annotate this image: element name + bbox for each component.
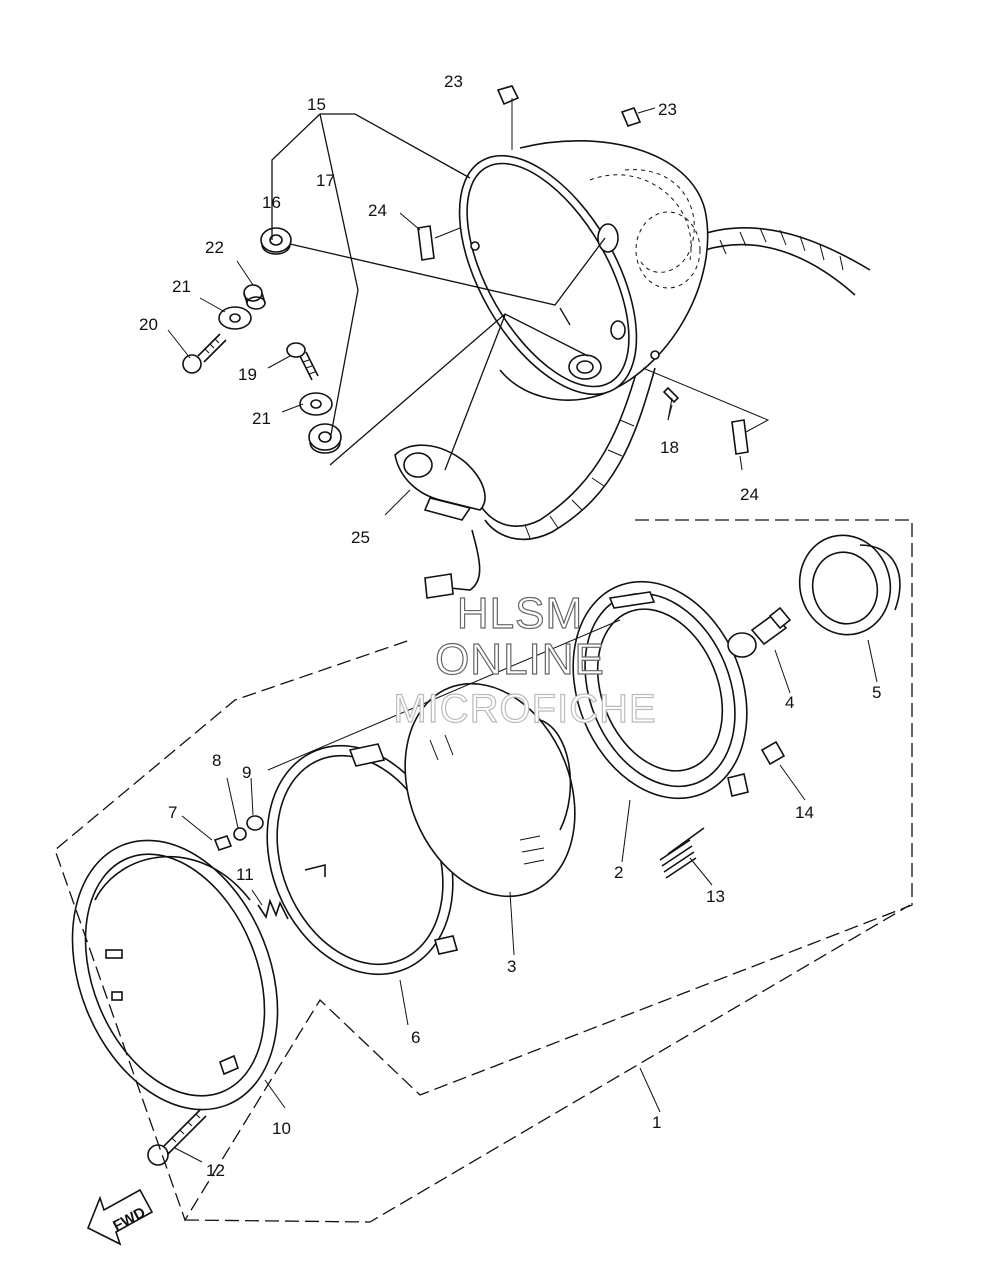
callout-14: 14 — [795, 803, 814, 822]
callout-13: 13 — [706, 887, 725, 906]
callout-24a: 24 — [368, 201, 387, 220]
callout-25: 25 — [351, 528, 370, 547]
callout-11: 11 — [236, 865, 254, 884]
callout-7: 7 — [168, 803, 177, 822]
callout-4: 4 — [785, 693, 794, 712]
callout-12: 12 — [206, 1161, 225, 1180]
mounting-hardware — [182, 227, 342, 454]
callout-22: 22 — [205, 238, 224, 257]
callout-16: 16 — [262, 193, 281, 212]
callout-1: 1 — [652, 1113, 661, 1132]
headlight-unit — [71, 534, 901, 1166]
headlight-housing — [394, 85, 871, 599]
callout-15: 15 — [307, 95, 326, 114]
assembly-lines — [54, 98, 913, 1223]
callout-18: 18 — [660, 438, 679, 457]
callout-5: 5 — [872, 683, 881, 702]
callout-2: 2 — [614, 863, 623, 882]
callout-24b: 24 — [740, 485, 759, 504]
callout-23b: 23 — [658, 100, 677, 119]
callout-19: 19 — [238, 365, 257, 384]
callout-6: 6 — [411, 1028, 420, 1047]
watermark-line3: MICROFICHE — [393, 687, 656, 731]
fwd-arrow-icon: FWD — [86, 1188, 154, 1246]
watermark-line2: ONLINE — [435, 635, 605, 684]
callout-21b: 21 — [252, 409, 271, 428]
callout-17: 17 — [316, 171, 335, 190]
callout-8: 8 — [212, 751, 221, 770]
watermark-line1: HLSM — [457, 589, 583, 638]
callout-23a: 23 — [444, 72, 463, 91]
watermark: HLSM ONLINE MICROFICHE — [393, 588, 657, 731]
callouts: 1 2 3 4 5 6 7 8 9 10 11 12 13 14 15 16 1… — [139, 72, 881, 1180]
callout-21a: 21 — [172, 277, 191, 296]
callout-9: 9 — [242, 763, 251, 782]
callout-10: 10 — [272, 1119, 291, 1138]
callout-20: 20 — [139, 315, 158, 334]
callout-3: 3 — [507, 957, 516, 976]
